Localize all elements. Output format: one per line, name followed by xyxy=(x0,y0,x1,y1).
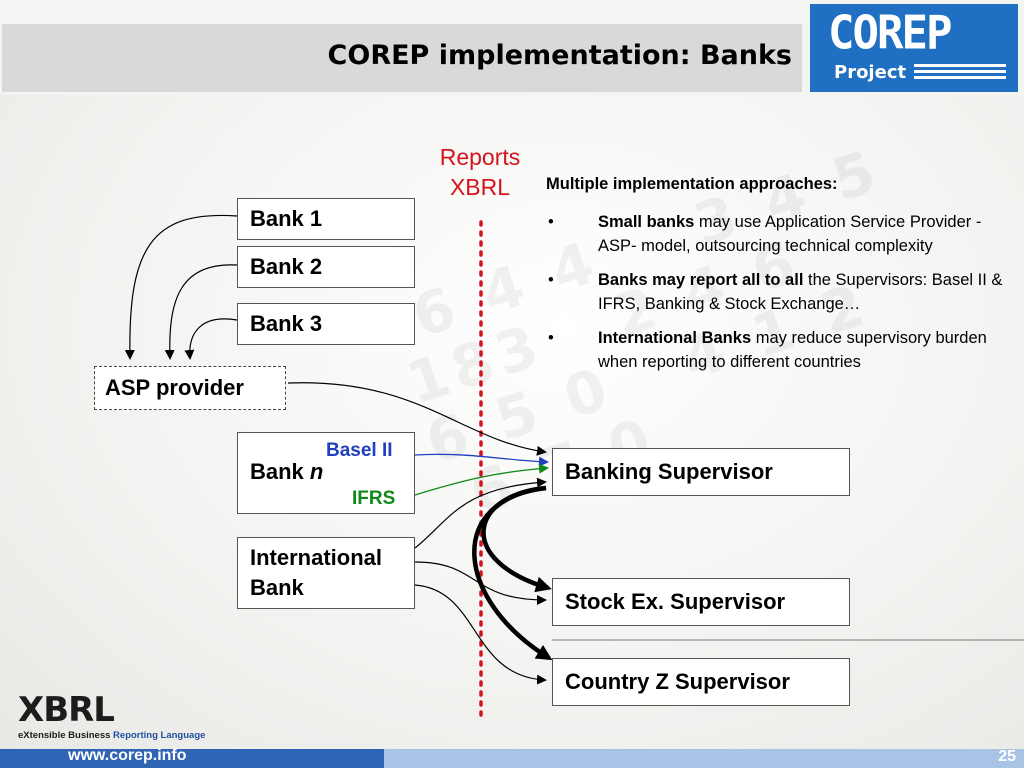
xbrl-logo-text: XBRL xyxy=(18,690,115,730)
bank-3-label: Bank 3 xyxy=(250,311,323,336)
corep-logo-text: COREP xyxy=(828,6,952,61)
bank-2-label: Bank 2 xyxy=(250,254,323,279)
page-number: 25 xyxy=(998,748,1016,765)
xbrl-tagline-b: Reporting Language xyxy=(113,730,206,741)
footer-url-link[interactable]: www.corep.info xyxy=(68,747,187,764)
country-z-supervisor-label: Country Z Supervisor xyxy=(565,669,790,694)
bank-3-box: Bank 3 xyxy=(237,303,415,345)
approach-bullet-international: • International Banks may reduce supervi… xyxy=(546,326,1016,374)
bullet-bold: Small banks xyxy=(598,213,695,231)
bullet-bold: International Banks xyxy=(598,329,752,347)
basel-ii-label: Basel II xyxy=(326,440,393,461)
approach-bullet-small-banks: • Small banks may use Application Servic… xyxy=(546,210,1016,258)
bullet-icon: • xyxy=(548,271,554,289)
corep-logo-subtext: Project xyxy=(834,62,907,83)
bullet-bold: Banks may report all to all xyxy=(598,271,804,289)
bank-n-suffix: n xyxy=(309,459,324,484)
bank-2-box: Bank 2 xyxy=(237,246,415,288)
bank-1-box: Bank 1 xyxy=(237,198,415,240)
banking-supervisor-box: Banking Supervisor xyxy=(552,448,850,496)
bank-n-box: Bank n xyxy=(237,432,415,514)
stock-exchange-supervisor-label: Stock Ex. Supervisor xyxy=(565,589,786,614)
country-z-supervisor-box: Country Z Supervisor xyxy=(552,658,850,706)
bank-n-label: Bank n xyxy=(250,459,323,485)
footer-bar-light xyxy=(384,749,1024,768)
bullet-text: may reduce supervisory burden when repor… xyxy=(598,329,987,371)
bullet-text: the Supervisors: Basel II & IFRS, Bankin… xyxy=(598,271,1003,313)
title-bar xyxy=(2,24,802,92)
bullet-icon: • xyxy=(548,329,554,347)
xbrl-tagline-a: eXtensible Business xyxy=(18,730,114,741)
international-bank-box: International Bank xyxy=(237,537,415,609)
approaches-heading: Multiple implementation approaches: xyxy=(546,175,838,193)
bank-1-label: Bank 1 xyxy=(250,206,323,231)
reports-xbrl-label: Reports XBRL xyxy=(420,142,540,202)
banking-supervisor-label: Banking Supervisor xyxy=(565,459,773,484)
bullet-icon: • xyxy=(548,213,554,231)
asp-provider-label: ASP provider xyxy=(105,375,244,400)
slide-background xyxy=(0,95,1024,755)
reports-label-line1: Reports xyxy=(439,144,521,170)
international-bank-line1: International xyxy=(250,545,383,570)
page-title: COREP implementation: Banks xyxy=(327,40,792,71)
approaches-panel: Multiple implementation approaches: • Sm… xyxy=(546,175,1016,384)
ifrs-label: IFRS xyxy=(352,488,396,509)
bank-n-prefix: Bank xyxy=(250,459,310,484)
corep-logo-lines-icon xyxy=(914,64,1006,82)
international-bank-line2: Bank xyxy=(250,575,304,600)
bullet-text: may use Application Service Provider -AS… xyxy=(598,213,982,255)
asp-provider-box: ASP provider xyxy=(94,366,286,410)
reports-label-line2: XBRL xyxy=(449,174,511,200)
approach-bullet-all-to-all: • Banks may report all to all the Superv… xyxy=(546,268,1016,316)
stock-exchange-supervisor-box: Stock Ex. Supervisor xyxy=(552,578,850,626)
xbrl-logo-tagline: eXtensible Business Reporting Language xyxy=(18,730,205,741)
xbrl-logo: XBRL eXtensible Business Reporting Langu… xyxy=(18,690,205,748)
